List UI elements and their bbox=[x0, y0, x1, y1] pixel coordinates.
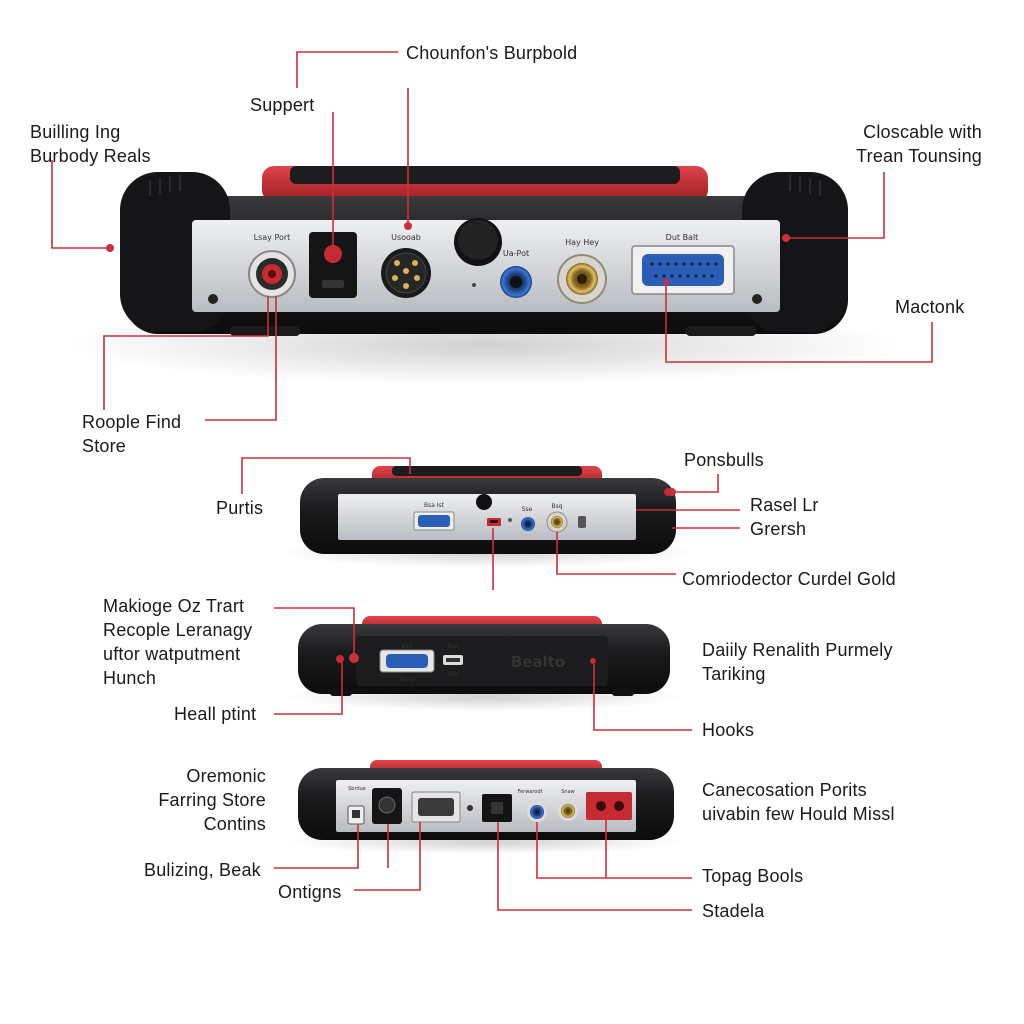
device-1-main-unit: Lsay Port Usooab Ua-Pot Hay Hey Dut Balt bbox=[65, 166, 905, 385]
d2-port-label: Bsa Ist bbox=[424, 502, 445, 509]
leader-purtis bbox=[241, 457, 411, 494]
callout-canecosation: Canecosation Porits uivabin few Hould Mi… bbox=[702, 780, 895, 824]
serial-port-icon bbox=[413, 511, 455, 531]
d3-port-label: Dvvp bbox=[399, 676, 415, 683]
gold-port-icon bbox=[557, 254, 607, 304]
d4-port-label: Sbrdue bbox=[348, 786, 366, 792]
leader-closeable bbox=[786, 172, 885, 239]
callout-oremonic: Oremonic Farring Store Contins bbox=[158, 766, 266, 834]
power-button-icon bbox=[476, 494, 492, 510]
callout-makioge: Makioge Oz Trart Recople Leranagy uftor … bbox=[103, 596, 253, 688]
indicator-dot-icon bbox=[590, 658, 596, 664]
blue-port-icon bbox=[527, 802, 547, 822]
callout-support: Suppert bbox=[250, 95, 315, 115]
callout-purtis: Purtis bbox=[216, 498, 264, 518]
serial-port-icon bbox=[411, 791, 461, 823]
gold-port-icon bbox=[546, 511, 568, 533]
usb-port-icon bbox=[443, 655, 463, 665]
svg-text:Bso: Bso bbox=[448, 643, 459, 650]
leader-ponsbulls bbox=[672, 474, 719, 493]
callout-heall: Heall ptint bbox=[174, 704, 257, 724]
d1-port-label: Dut Balt bbox=[666, 233, 699, 242]
callout-bulizing: Bulizing, Beak bbox=[144, 860, 261, 880]
callout-comriodector: Comriodector Curdel Gold bbox=[682, 569, 896, 589]
leader-endpoints bbox=[106, 222, 790, 663]
callout-top-title: Chounfon's Burpbold bbox=[406, 43, 578, 63]
device-2-unit: Bsa Ist Sse Bsq bbox=[278, 466, 698, 568]
svg-text:Bsa: Bsa bbox=[402, 643, 413, 650]
din-connector-icon bbox=[381, 248, 431, 298]
device-4-unit: Sbrdue Ferwarodt Snaw bbox=[286, 760, 686, 854]
power-button-icon bbox=[454, 218, 502, 266]
serial-port-icon bbox=[379, 649, 435, 673]
callout-roople: Roople Find Store bbox=[82, 412, 182, 456]
leader-building bbox=[51, 160, 110, 249]
leader-hooks bbox=[593, 664, 692, 731]
leader-roople-b bbox=[205, 296, 277, 421]
callout-topag: Topag Bools bbox=[702, 866, 804, 886]
power-indicator-icon bbox=[309, 232, 357, 298]
callout-stadela: Stadela bbox=[702, 901, 765, 921]
d1-port-label: Usooab bbox=[391, 233, 421, 242]
gold-port-icon bbox=[558, 801, 578, 821]
leader-comriodector bbox=[556, 532, 676, 575]
leader-lines bbox=[51, 51, 933, 911]
d2-port-label: Bsq bbox=[551, 503, 562, 510]
leader-bulizing bbox=[274, 824, 359, 869]
d4-port-label: Snaw bbox=[561, 789, 575, 795]
d4-port-label: Ferwarodt bbox=[517, 789, 542, 795]
leader-heall bbox=[274, 660, 343, 715]
callout-hooks: Hooks bbox=[702, 720, 755, 740]
rca-port-icon bbox=[248, 250, 296, 298]
screw-icon bbox=[208, 294, 218, 304]
device-3-unit: Bsa Dvvp Bso Sbo Bealto bbox=[284, 616, 684, 711]
usb-port-icon bbox=[487, 518, 501, 526]
leader-top-title-left bbox=[296, 51, 398, 88]
d2-port-label: Sse bbox=[522, 506, 533, 513]
callout-mactonk: Mactonk bbox=[895, 297, 965, 317]
d3-port-label: Sbo bbox=[447, 671, 459, 678]
d1-port-label: Lsay Port bbox=[254, 233, 291, 242]
callout-rasel: Rasel Lr Grersh bbox=[750, 495, 819, 539]
leader-ontigns bbox=[354, 822, 421, 891]
screw-icon bbox=[752, 294, 762, 304]
serial-port-icon bbox=[631, 245, 735, 295]
leader-topag-a bbox=[536, 822, 692, 879]
leader-roople-a bbox=[103, 296, 269, 410]
blue-port-icon bbox=[521, 517, 535, 531]
d1-port-label: Hay Hey bbox=[565, 238, 599, 247]
blue-port-icon bbox=[500, 266, 532, 298]
callout-ponsbulls: Ponsbulls bbox=[684, 450, 764, 470]
red-socket-icon bbox=[586, 792, 632, 820]
callout-ontigns: Ontigns bbox=[278, 882, 342, 902]
round-port-icon bbox=[372, 788, 402, 824]
d1-port-label: Ua-Pot bbox=[503, 249, 529, 258]
leader-makioge bbox=[274, 607, 355, 656]
leader-mactonk bbox=[665, 282, 933, 363]
device-3-brand: Bealto bbox=[511, 653, 565, 671]
leader-stadela bbox=[497, 822, 692, 911]
callout-closeable: Closcable with Trean Tounsing bbox=[856, 122, 982, 166]
callout-daily: Daiily Renalith Purmely Tariking bbox=[702, 640, 893, 684]
callout-building: Builling Ing Burbody Reals bbox=[30, 122, 151, 166]
